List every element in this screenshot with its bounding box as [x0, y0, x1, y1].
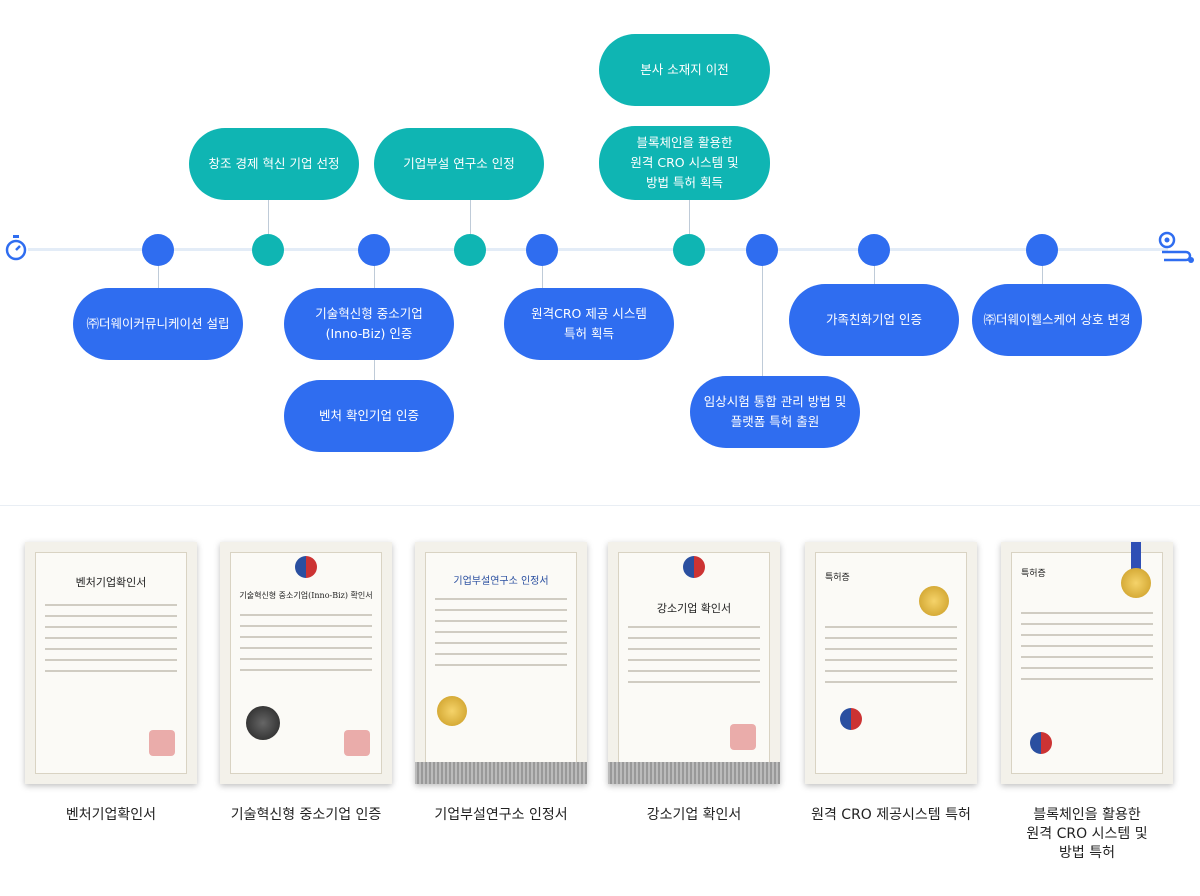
certificate-title: 기업부설연구소 인정서 [453, 576, 549, 587]
stopwatch-icon [5, 235, 27, 261]
timeline-dot [1026, 234, 1058, 266]
timeline-line [28, 248, 1168, 251]
certificate-caption: 강소기업 확인서 [646, 807, 742, 823]
certificate-caption: 벤처기업확인서 [65, 807, 157, 823]
connector [689, 200, 690, 234]
connector [374, 360, 375, 380]
certificate-title: 특허증 [1021, 569, 1046, 579]
certificate-title: 기술혁신형 중소기업(Inno-Biz) 확인서 [239, 591, 373, 600]
connector [1042, 264, 1043, 284]
connector [542, 264, 543, 288]
timeline-dot [526, 234, 558, 266]
timeline-dot [142, 234, 174, 266]
timeline-dot [673, 234, 705, 266]
event-pill: ㈜더웨이커뮤니케이션 설립 [73, 288, 243, 360]
certificate-caption: 원격 CRO 제공시스템 특허 [811, 807, 971, 823]
certificate-image: 기술혁신형 중소기업(Inno-Biz) 확인서 [220, 542, 392, 784]
event-pill: 원격CRO 제공 시스템 특허 획득 [504, 288, 674, 360]
certificate-title: 특허증 [825, 573, 850, 583]
event-pill: 본사 소재지 이전 [599, 34, 770, 106]
event-pill: 임상시험 통합 관리 방법 및 플랫폼 특허 출원 [690, 376, 860, 448]
timeline-dot [252, 234, 284, 266]
certificate-image: 특허증 [805, 542, 977, 784]
event-pill: 블록체인을 활용한 원격 CRO 시스템 및 방법 특허 획득 [599, 126, 770, 200]
event-pill: 창조 경제 혁신 기업 선정 [189, 128, 359, 200]
connector [762, 264, 763, 376]
certificate-caption: 기술혁신형 중소기업 인증 [230, 807, 382, 823]
certificate-image: 벤처기업확인서 [25, 542, 197, 784]
section-divider [0, 505, 1200, 506]
route-icon [1158, 231, 1194, 263]
timeline-dot [358, 234, 390, 266]
certificate-image: 기업부설연구소 인정서 [415, 542, 587, 784]
certificate-image: 특허증 [1001, 542, 1173, 784]
timeline-dot [454, 234, 486, 266]
certificate-title: 벤처기업확인서 [75, 576, 147, 589]
certificate-caption: 기업부설연구소 인정서 [434, 807, 568, 823]
certificate-caption: 블록체인을 활용한 원격 CRO 시스템 및 방법 특허 [1026, 807, 1148, 861]
event-pill: 벤처 확인기업 인증 [284, 380, 454, 452]
certificate-image: 강소기업 확인서 [608, 542, 780, 784]
timeline-dot [858, 234, 890, 266]
connector [158, 264, 159, 288]
connector [874, 264, 875, 284]
connector [374, 264, 375, 288]
certificate-title: 강소기업 확인서 [656, 602, 732, 615]
event-pill: 기술혁신형 중소기업 (Inno-Biz) 인증 [284, 288, 454, 360]
connector [268, 200, 269, 234]
event-pill: 가족친화기업 인증 [789, 284, 959, 356]
event-pill: 기업부설 연구소 인정 [374, 128, 544, 200]
connector [470, 200, 471, 234]
timeline-dot [746, 234, 778, 266]
event-pill: ㈜더웨이헬스케어 상호 변경 [972, 284, 1142, 356]
